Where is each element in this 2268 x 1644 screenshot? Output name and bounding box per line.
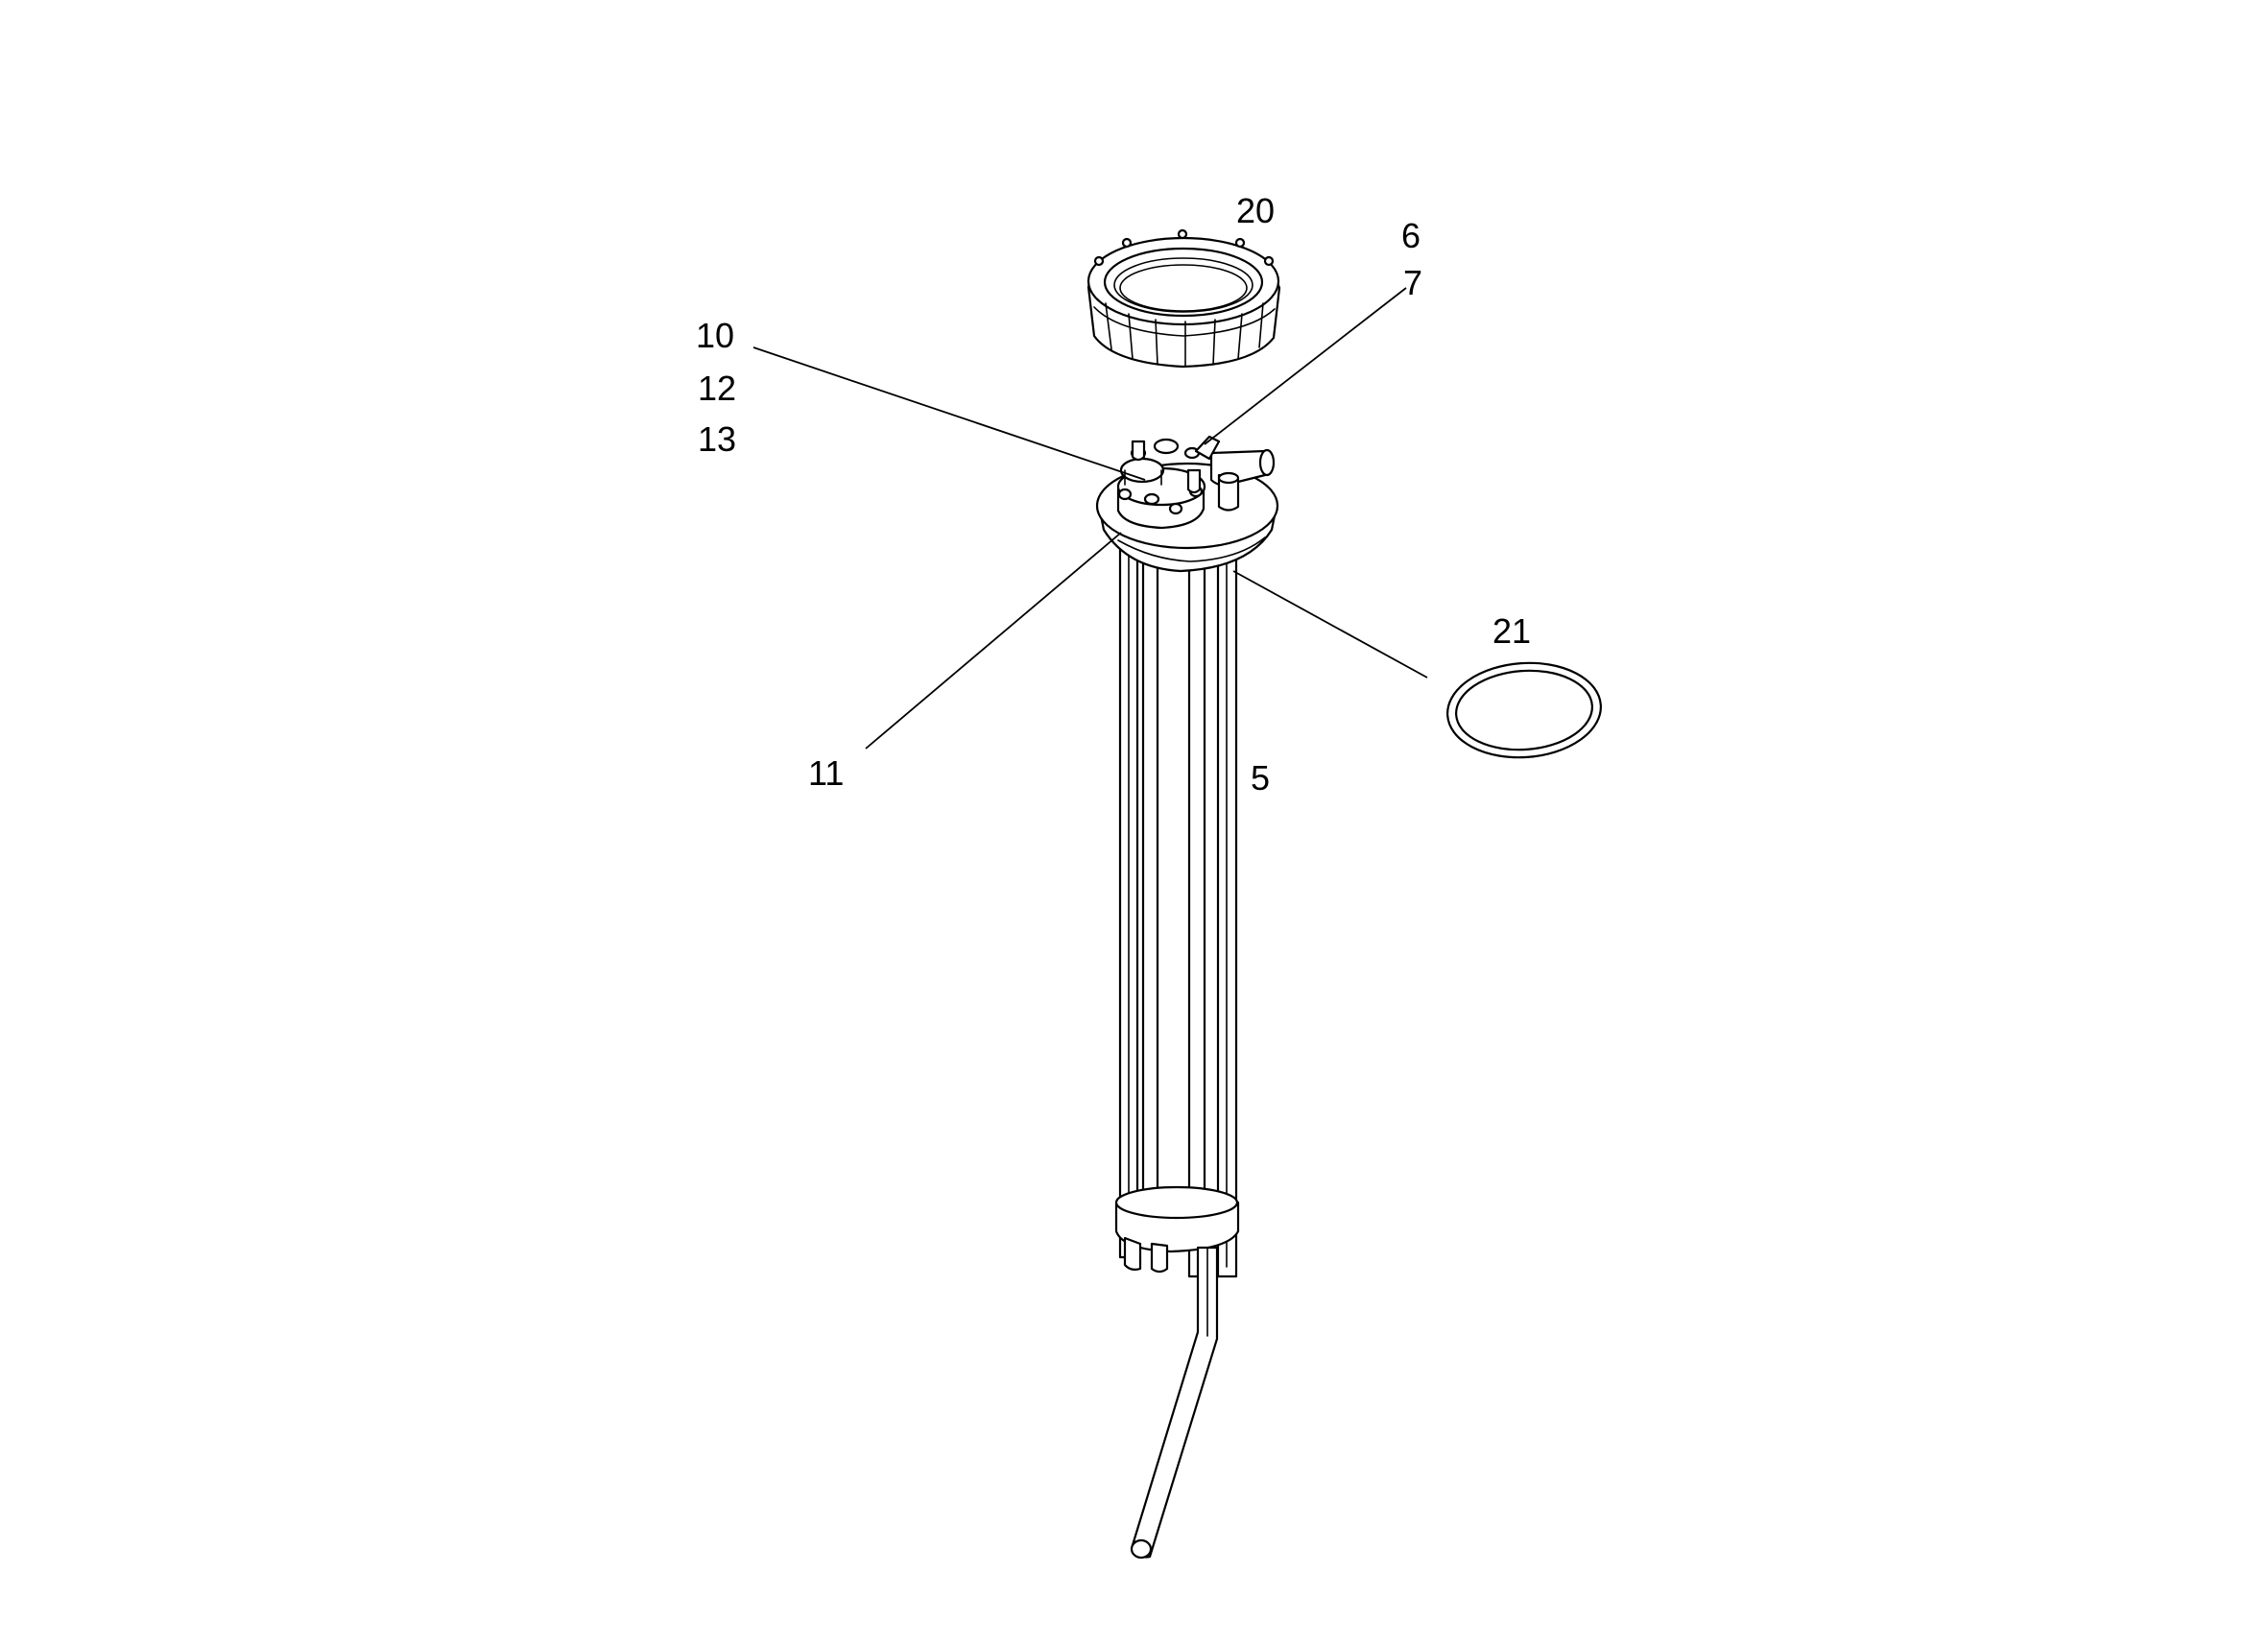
ring-nut-icon [1086, 228, 1281, 369]
callout-7: 7 [1403, 263, 1423, 302]
leader-lines [752, 287, 1428, 750]
callout-11: 11 [808, 753, 845, 793]
callout-10: 10 [696, 316, 735, 355]
suction-tube-assembly-icon [1114, 545, 1240, 1560]
leader-10 [752, 346, 1146, 481]
hose-fitting-icon [1186, 435, 1276, 512]
leader-21 [1232, 570, 1428, 679]
callout-21: 21 [1492, 611, 1532, 651]
callout-13: 13 [698, 419, 737, 459]
o-ring-seal-icon [1446, 661, 1602, 759]
leader-11 [865, 532, 1122, 750]
leader-6-7 [1204, 287, 1407, 445]
callout-5: 5 [1251, 758, 1271, 798]
callout-6: 6 [1401, 216, 1421, 255]
callout-20: 20 [1236, 191, 1276, 230]
sensor-cap-icon [1116, 438, 1206, 530]
callout-12: 12 [698, 369, 737, 408]
